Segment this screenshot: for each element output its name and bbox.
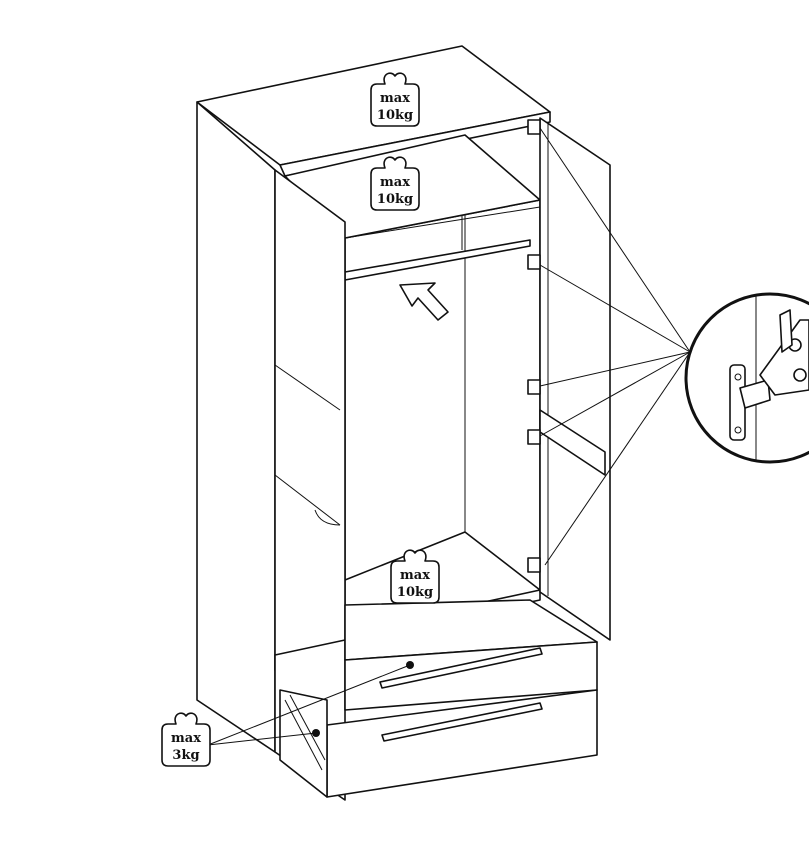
svg-text:3kg: 3kg <box>172 748 199 763</box>
cabinet-body <box>196 45 611 801</box>
load-label-shelf: max 10kg <box>370 156 420 211</box>
svg-text:10kg: 10kg <box>377 108 413 123</box>
load-label-drawer: max 3kg <box>161 712 211 767</box>
svg-text:10kg: 10kg <box>377 192 413 207</box>
svg-text:10kg: 10kg <box>397 585 433 600</box>
svg-text:max: max <box>400 568 430 583</box>
hinge-detail <box>684 292 809 464</box>
svg-text:max: max <box>380 175 410 190</box>
svg-text:max: max <box>380 91 410 106</box>
svg-text:max: max <box>171 731 201 746</box>
load-label-top: max 10kg <box>370 72 420 127</box>
callout-lines <box>207 127 691 746</box>
load-label-bottom: max 10kg <box>390 549 440 604</box>
hinge-marks <box>527 119 541 573</box>
